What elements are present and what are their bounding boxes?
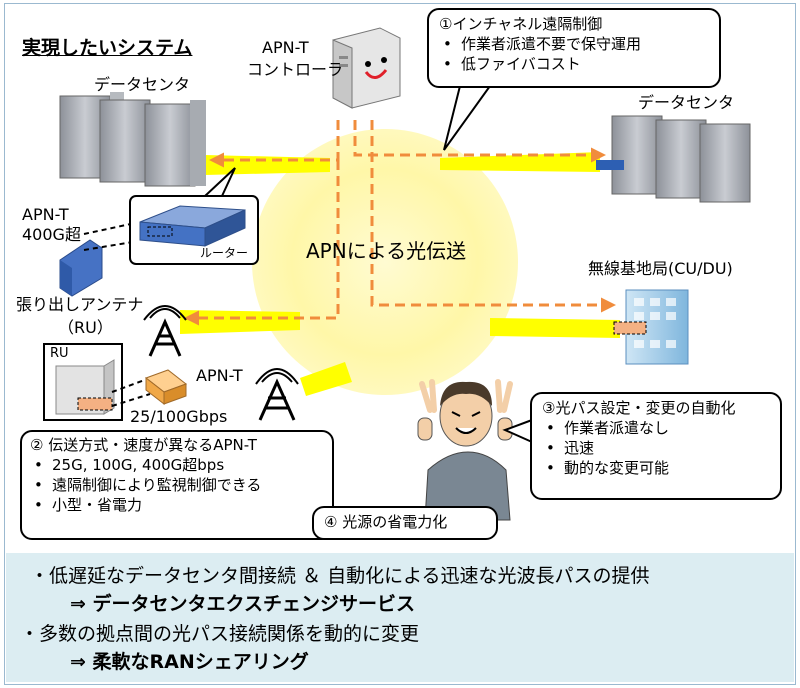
callout-apn-t-types: ② 伝送方式・速度が異なるAPN-T 25G, 100G, 400G超bps 遠… [20, 430, 334, 540]
ru-label: RU [50, 346, 69, 361]
antenna-label-line2: （RU） [58, 318, 113, 337]
ru-box [43, 343, 151, 421]
datacenter-left-racks [59, 92, 206, 187]
base-station-building [613, 289, 689, 365]
diagram-title: 実現したいシステム [22, 37, 193, 59]
apn-t-small-label: APN-T [196, 366, 243, 385]
datacenter-right-racks [596, 115, 751, 203]
callout2-item: 25G, 100G, 400G超bps [34, 455, 324, 475]
fiber-small-antenna [300, 362, 352, 396]
datacenter-left-label: データセンタ [94, 75, 191, 94]
apn-t-400g-label-line1: APN-T [22, 205, 69, 224]
callout4-title: ④ 光源の省電力化 [324, 513, 448, 531]
callout1-pointer [443, 85, 492, 151]
apn-t-400g-device [59, 221, 146, 297]
apn-t-small-device [144, 369, 188, 406]
antenna-tower-small [255, 368, 299, 421]
callout1-item: 作業者派遣不要で保守運用 [443, 34, 709, 54]
apn-optical-transport-area [252, 129, 518, 395]
callout1-title: ①インチャネル遠隔制御 [439, 15, 603, 33]
summary-line2: ⇒ データセンタエクスチェンジサービス [70, 593, 415, 615]
callout3-title: ③光パス設定・変更の自動化 [542, 399, 736, 417]
callout3-item: 迅速 [546, 438, 770, 458]
callout2-item: 小型・省電力 [34, 495, 324, 515]
router-pointer [202, 167, 236, 197]
worker-illustration [417, 379, 513, 521]
apn-controller-icon [332, 27, 401, 109]
callout1-item: 低ファイバコスト [443, 54, 709, 74]
apn-t-400g-label-line2: 400G超 [22, 225, 81, 244]
callout2-item: 遠隔制御により監視制御できる [34, 475, 324, 495]
antenna-label-line1: 張り出しアンテナ [16, 295, 144, 314]
fiber-left-datacenter [205, 155, 330, 175]
fiber-links [180, 152, 620, 396]
figure-frame [4, 3, 796, 685]
summary-panel: ・低遅延なデータセンタ間接続 ＆ 自動化による迅速な光波長パスの提供 ⇒ データ… [6, 553, 794, 682]
callout-inchannel-control: ①インチャネル遠隔制御 作業者派遣不要で保守運用 低ファイバコスト [427, 8, 721, 88]
summary-line3: ・多数の拠点間の光パス接続関係を動的に変更 [20, 623, 420, 645]
fiber-antenna [180, 310, 300, 334]
apn-controller-label-line1: APN-T [262, 38, 309, 57]
base-station-label: 無線基地局(CU/DU) [588, 259, 733, 278]
fiber-right-datacenter [440, 152, 600, 172]
summary-line4: ⇒ 柔軟なRANシェアリング [70, 651, 309, 673]
summary-line1: ・低遅延なデータセンタ間接続 ＆ 自動化による迅速な光波長パスの提供 [30, 565, 650, 587]
callout3-item: 動的な変更可能 [546, 458, 770, 478]
callout-path-automation: ③光パス設定・変更の自動化 作業者派遣なし 迅速 動的な変更可能 [530, 392, 782, 500]
apn-t-small-speed: 25/100Gbps [130, 407, 228, 426]
callout2-title: ② 伝送方式・速度が異なるAPN-T [30, 436, 257, 454]
router-box [129, 195, 259, 265]
control-paths [184, 120, 616, 326]
antenna-tower-large [143, 305, 187, 357]
datacenter-right-label: データセンタ [638, 93, 735, 112]
callout3-item: 作業者派遣なし [546, 418, 770, 438]
fiber-base-station [490, 318, 620, 338]
router-label: ルーター [200, 246, 249, 260]
apn-transport-label: APNによる光伝送 [306, 239, 467, 263]
callout-power-saving: ④ 光源の省電力化 [312, 506, 498, 540]
apn-controller-label-line2: コントローラ [247, 60, 344, 79]
